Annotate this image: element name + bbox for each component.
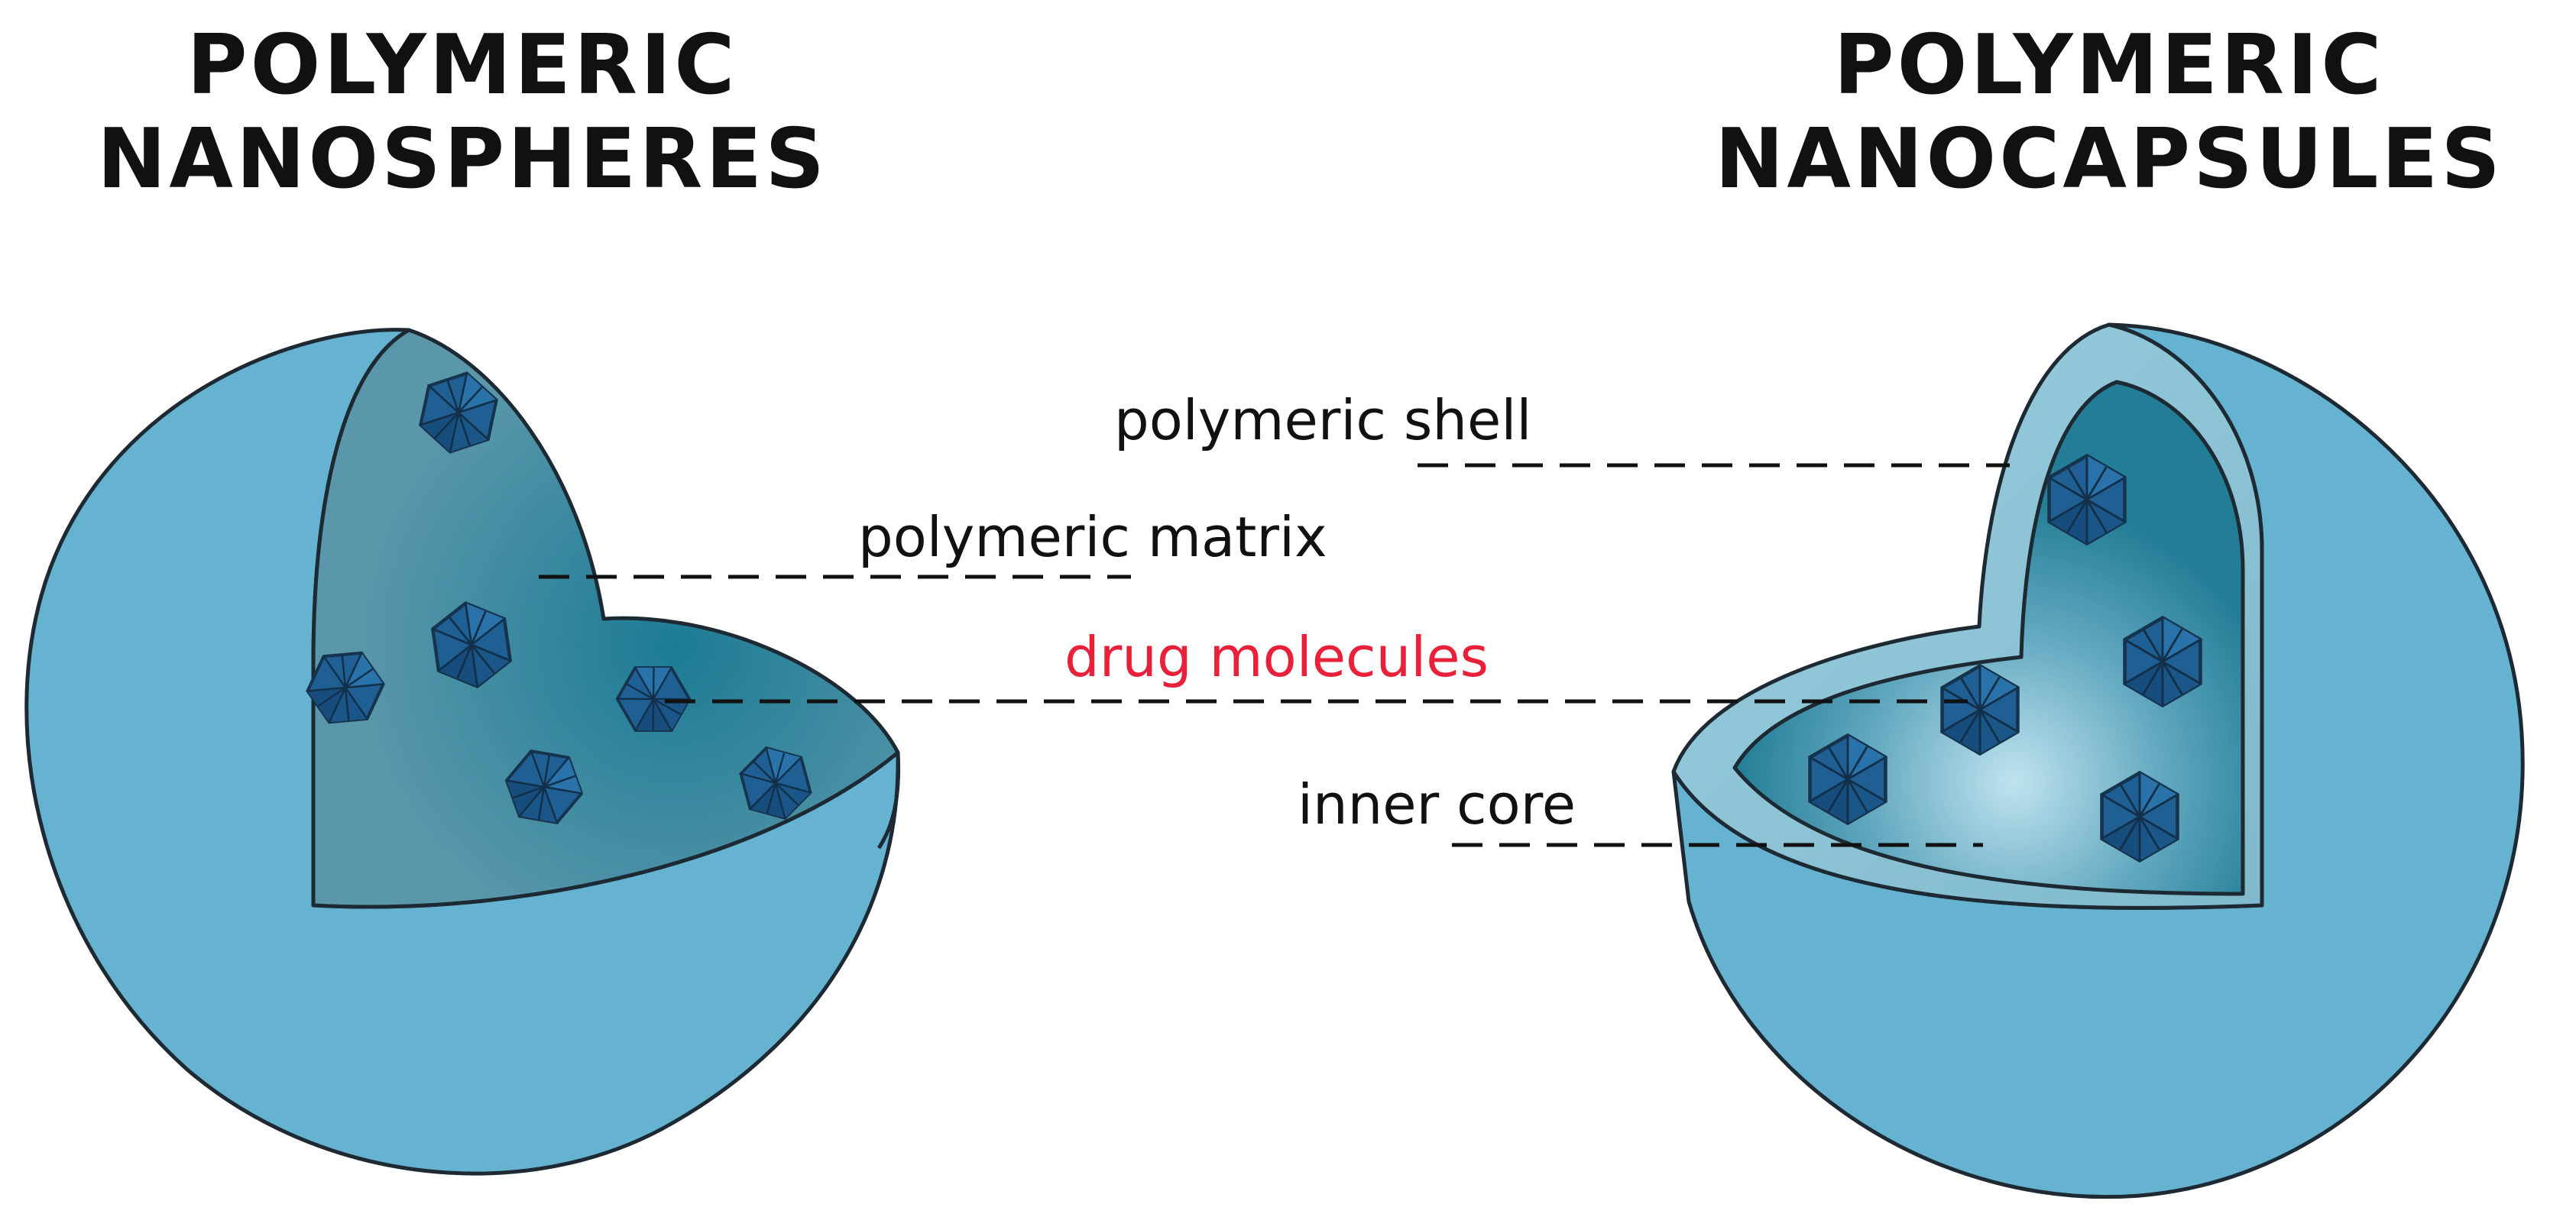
nanosphere-cut-rim <box>876 752 901 850</box>
drug-molecules-label: drug molecules <box>1064 625 1489 689</box>
polymeric-matrix-label: polymeric matrix <box>858 505 1327 569</box>
nanocapsules-title-line1: POLYMERIC <box>1833 18 2384 113</box>
nanocapsule-illustration <box>1671 322 2525 1199</box>
nanospheres-title-line1: POLYMERIC <box>186 18 737 113</box>
nanocapsules-title-line2: NANOCAPSULES <box>1715 112 2503 207</box>
polymeric-shell-label: polymeric shell <box>1114 388 1531 452</box>
inner-core-label: inner core <box>1298 772 1576 837</box>
nanosphere-illustration <box>24 328 901 1176</box>
nanospheres-title-line2: NANOSPHERES <box>97 112 828 207</box>
